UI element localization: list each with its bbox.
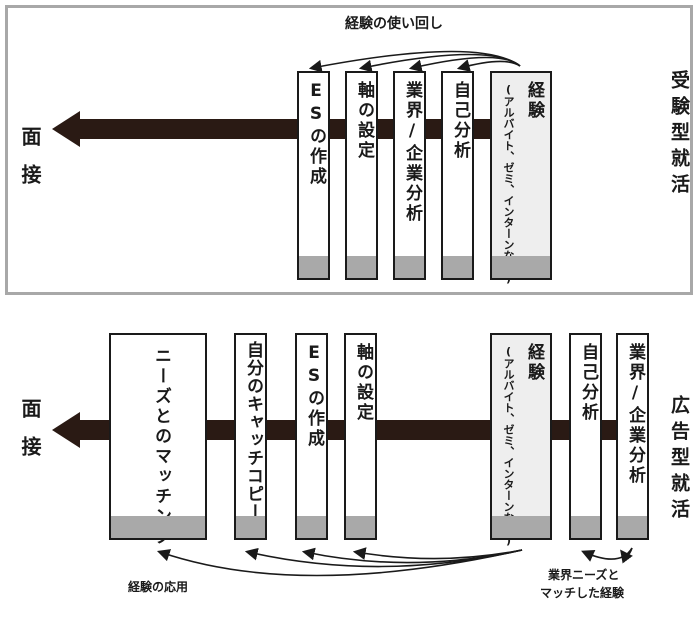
bottom-card-catchcopy: 自分のキャッチコピー — [234, 333, 267, 540]
bottom-card-catchcopy-footer — [236, 516, 265, 538]
bottom-card-industry-label: 業界/企業分析 — [625, 343, 645, 486]
bottom-card-catchcopy-label: 自分のキャッチコピー — [243, 341, 263, 521]
top-card-axis: 軸の設定 — [345, 71, 378, 280]
bottom-interview-label: 面接 — [18, 398, 42, 474]
top-card-industry-footer — [395, 256, 424, 278]
bottom-card-axis-footer — [346, 516, 375, 538]
bottom-card-industry-footer — [618, 516, 647, 538]
bottom-card-es-footer — [297, 516, 326, 538]
top-timeline-arrowhead — [52, 111, 80, 147]
top-card-es: ESの作成 — [297, 71, 330, 280]
bottom-card-matching-label: ニーズとのマッチング — [151, 347, 171, 547]
bottom-arrow-label-right-1: 業界ニーズと — [548, 568, 620, 582]
top-card-experience-footer — [492, 256, 550, 278]
top-card-axis-label: 軸の設定 — [354, 81, 374, 161]
bottom-apply-arrows — [156, 547, 633, 577]
bottom-arrow-label-left: 経験の応用 — [128, 580, 189, 594]
top-card-industry-label: 業界/企業分析 — [402, 81, 422, 224]
bottom-card-es: ESの作成 — [295, 333, 328, 540]
bottom-arrow-label-right-2: マッチした経験 — [540, 586, 625, 600]
bottom-card-self-label: 自己分析 — [578, 343, 598, 423]
bottom-card-experience-note: (アルバイト、ゼミ、インターンなど) — [502, 345, 515, 547]
bottom-timeline-arrowhead — [52, 412, 80, 448]
top-card-experience: 経験 (アルバイト、ゼミ、インターンなど) — [490, 71, 552, 285]
top-card-self: 自己分析 — [441, 71, 474, 280]
bottom-card-axis-label: 軸の設定 — [353, 343, 373, 423]
bottom-card-matching-footer — [111, 516, 205, 538]
bottom-card-axis: 軸の設定 — [344, 333, 377, 540]
bottom-card-es-label: ESの作成 — [304, 343, 324, 449]
bottom-card-self-footer — [571, 516, 600, 538]
top-card-self-footer — [443, 256, 472, 278]
top-card-experience-note: (アルバイト、ゼミ、インターンなど) — [502, 83, 515, 285]
top-card-axis-footer — [347, 256, 376, 278]
bottom-card-self: 自己分析 — [569, 333, 602, 540]
top-card-industry: 業界/企業分析 — [393, 71, 426, 280]
top-interview-label: 面接 — [18, 126, 42, 202]
top-side-label: 受験型就活 — [668, 70, 690, 200]
bottom-side-label: 広告型就活 — [668, 395, 690, 525]
top-card-es-footer — [299, 256, 328, 278]
bottom-card-industry: 業界/企業分析 — [616, 333, 649, 540]
top-card-es-label: ESの作成 — [306, 81, 326, 187]
bottom-card-experience-footer — [492, 516, 550, 538]
top-reuse-arrows — [308, 50, 521, 73]
top-arrow-label: 経験の使い回し — [345, 16, 443, 32]
bottom-card-experience-label: 経験 — [524, 343, 544, 383]
bottom-card-experience: 経験 (アルバイト、ゼミ、インターンなど) — [490, 333, 552, 547]
top-card-experience-label: 経験 — [524, 81, 544, 121]
top-card-self-label: 自己分析 — [450, 81, 470, 161]
bottom-card-matching: ニーズとのマッチング — [109, 333, 207, 547]
